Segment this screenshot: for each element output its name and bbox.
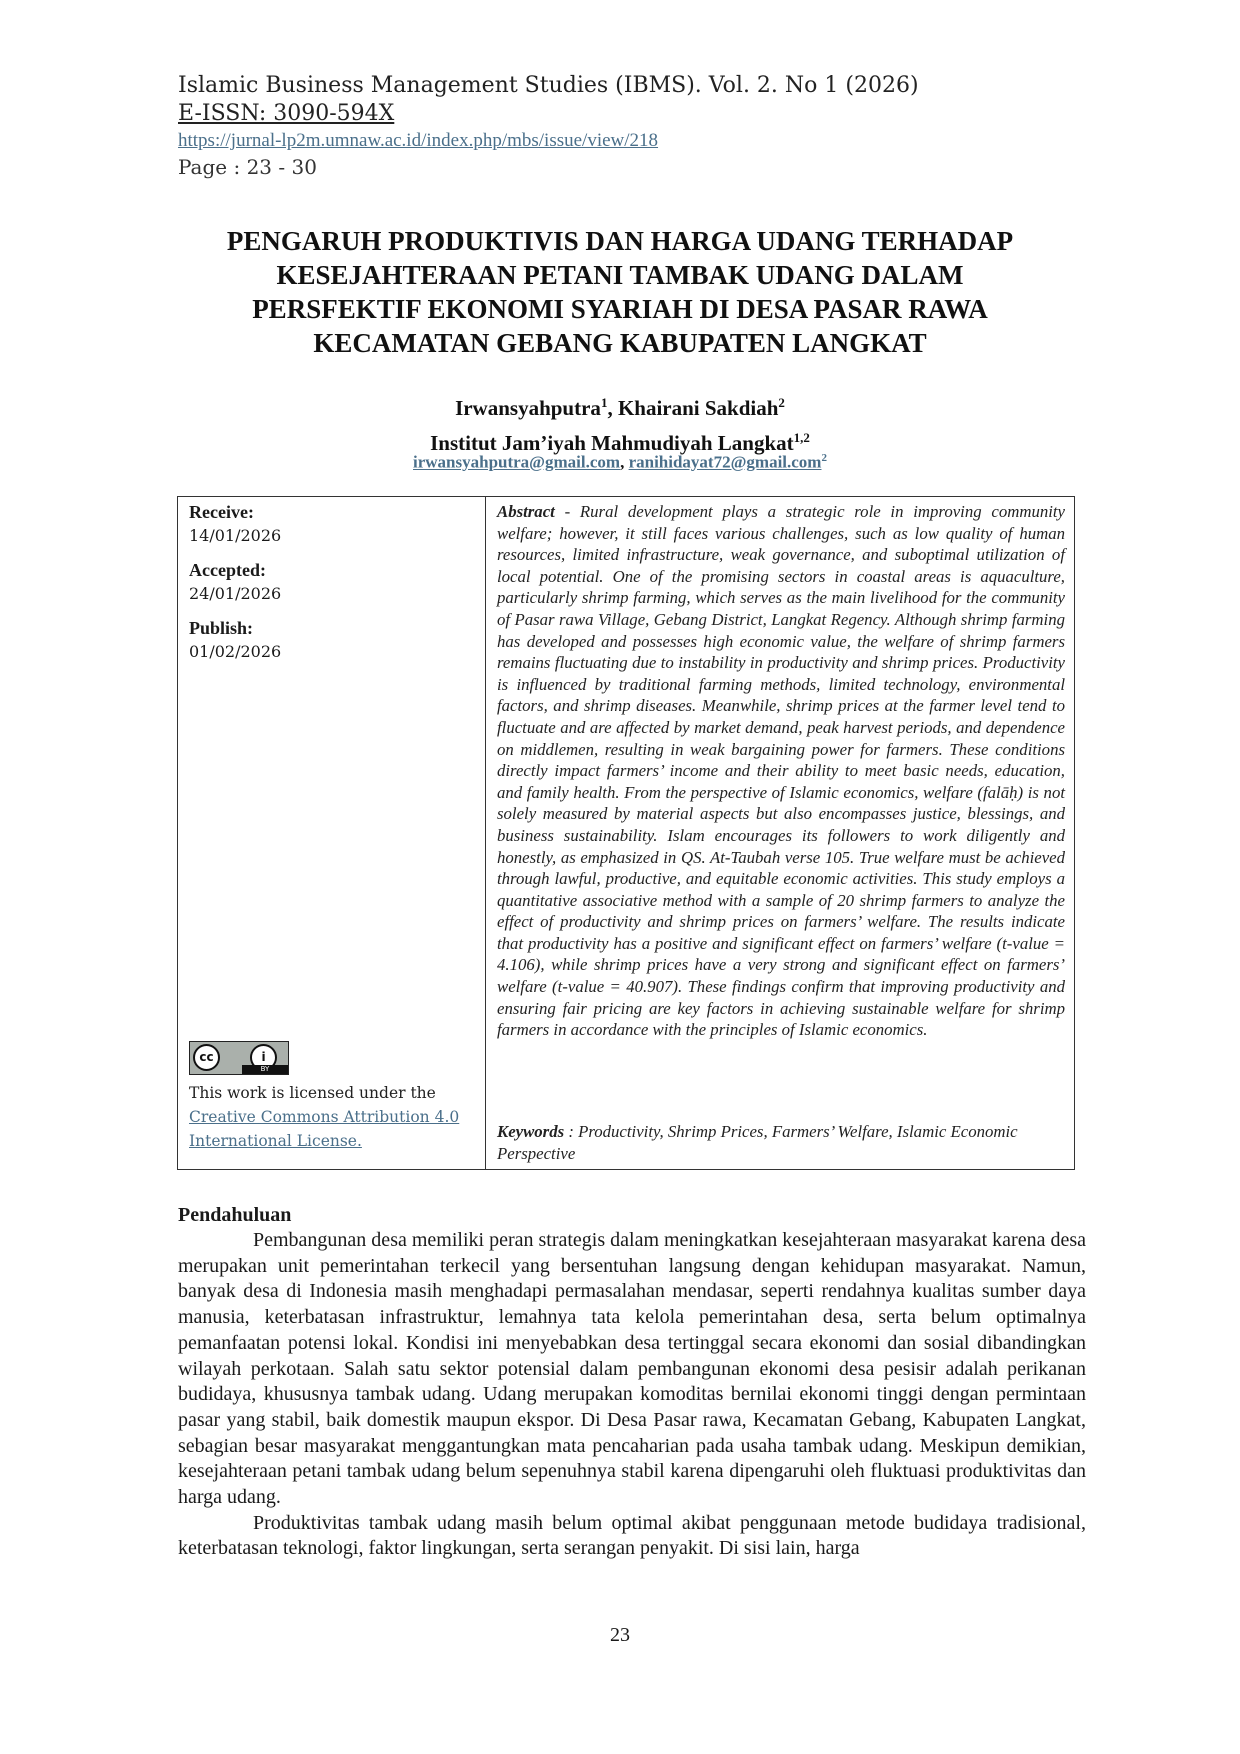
keywords: Keywords : Productivity, Shrimp Prices, … <box>497 1121 1065 1164</box>
affiliation-sup: 1,2 <box>793 430 810 445</box>
journal-title: Islamic Business Management Studies (IBM… <box>178 73 919 98</box>
author-emails: irwansyahputra@gmail.com, ranihidayat72@… <box>200 447 1040 474</box>
by-label: BY <box>242 1065 288 1074</box>
section-heading: Pendahuluan <box>178 1204 292 1226</box>
journal-header: Islamic Business Management Studies (IBM… <box>178 72 1078 180</box>
author-block: Irwansyahputra1, Khairani Sakdiah2 Insti… <box>200 388 1040 458</box>
receive-date: Receive: 14/01/2026 <box>189 501 281 547</box>
author-names: Irwansyahputra1, Khairani Sakdiah2 <box>200 388 1040 423</box>
paragraph: Pembangunan desa memiliki peran strategi… <box>178 1229 1087 1509</box>
receive-value: 14/01/2026 <box>189 526 282 545</box>
license-text: This work is licensed under the Creative… <box>189 1081 479 1153</box>
title-line: PENGARUH PRODUKTIVIS DAN HARGA UDANG TER… <box>226 226 1014 256</box>
journal-url-link[interactable]: https://jurnal-lp2m.umnaw.ac.id/index.ph… <box>178 130 659 151</box>
article-info-column: Receive: 14/01/2026 Accepted: 24/01/2026… <box>178 497 486 1169</box>
email-separator: , <box>620 452 629 472</box>
page-number: 23 <box>610 1624 630 1646</box>
publish-value: 01/02/2026 <box>189 642 282 661</box>
author-1-sup: 1 <box>600 395 608 410</box>
email-2-link[interactable]: ranihidayat72@gmail.com <box>628 452 822 472</box>
accepted-label: Accepted: <box>189 560 266 580</box>
author-separator: , <box>607 396 618 420</box>
cc-by-license-icon: cc i BY <box>189 1041 289 1075</box>
abstract-label: Abstract <box>497 502 555 521</box>
abstract-text: Abstract - Rural development plays a str… <box>497 501 1065 1041</box>
page-range: Page : 23 - 30 <box>178 155 317 179</box>
affiliation-name: Institut Jam’iyah Mahmudiyah Langkat <box>430 431 794 455</box>
abstract-column: Abstract - Rural development plays a str… <box>486 497 1074 1169</box>
license-link[interactable]: Creative Commons Attribution 4.0 Interna… <box>189 1108 460 1150</box>
email-1-link[interactable]: irwansyahputra@gmail.com <box>413 452 621 472</box>
keywords-label: Keywords <box>497 1122 565 1141</box>
affiliation: Institut Jam’iyah Mahmudiyah Langkat1,2 <box>200 423 1040 458</box>
accepted-value: 24/01/2026 <box>189 584 282 603</box>
cc-icon: cc <box>193 1044 220 1071</box>
author-2: Khairani Sakdiah <box>617 396 779 420</box>
email-2-sup: 2 <box>821 452 827 464</box>
title-line: KESEJAHTERAAN PETANI TAMBAK UDANG DALAM <box>276 260 964 290</box>
abstract-table: Receive: 14/01/2026 Accepted: 24/01/2026… <box>177 496 1075 1170</box>
author-2-sup: 2 <box>778 395 785 410</box>
publish-date: Publish: 01/02/2026 <box>189 617 281 663</box>
author-1: Irwansyahputra <box>455 396 601 420</box>
license-statement: This work is licensed under the <box>189 1084 436 1102</box>
keywords-list: : Productivity, Shrimp Prices, Farmers’ … <box>497 1122 1018 1163</box>
title-line: KECAMATAN GEBANG KABUPATEN LANGKAT <box>313 328 927 358</box>
publish-label: Publish: <box>189 618 254 638</box>
paragraph: Produktivitas tambak udang masih belum o… <box>178 1511 1086 1560</box>
abstract-body: - Rural development plays a strategic ro… <box>497 502 1065 1040</box>
title-line: PERSFEKTIF EKONOMI SYARIAH DI DESA PASAR… <box>252 294 988 324</box>
introduction-body: Pembangunan desa memiliki peran strategi… <box>178 1228 1086 1562</box>
accepted-date: Accepted: 24/01/2026 <box>189 559 281 605</box>
receive-label: Receive: <box>189 502 254 522</box>
paper-title: PENGARUH PRODUKTIVIS DAN HARGA UDANG TER… <box>200 224 1040 360</box>
journal-issn: E-ISSN: 3090-594X <box>178 101 395 126</box>
